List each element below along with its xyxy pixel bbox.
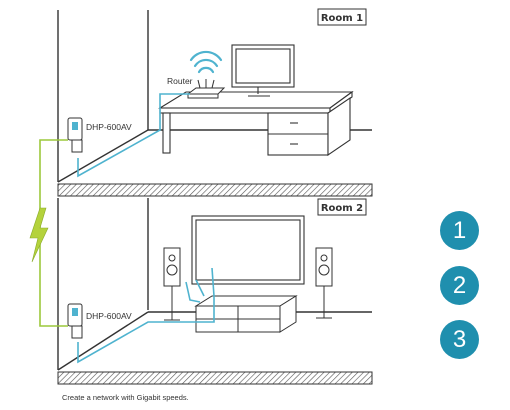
room-label-1: Room 1 — [317, 8, 367, 26]
router — [186, 79, 226, 99]
desk — [158, 90, 354, 157]
wifi-icon — [189, 50, 223, 74]
ethernet-cable-room-2 — [77, 267, 215, 364]
television — [191, 215, 305, 285]
tv-stand — [194, 295, 298, 333]
powerline-adapter-top — [67, 117, 83, 153]
lightning-bolt-icon — [29, 207, 49, 263]
svg-text:Room 1: Room 1 — [321, 13, 363, 24]
speaker-left — [163, 247, 181, 321]
adapter-bottom-label: DHP-600AV — [86, 311, 132, 321]
building-walls — [57, 10, 372, 371]
step-1-button[interactable]: 1 — [440, 211, 479, 250]
caption: Create a network with Gigabit speeds. — [62, 393, 189, 402]
powerline-adapter-bottom — [67, 303, 83, 339]
router-label: Router — [167, 76, 193, 86]
floor-slab-bottom — [57, 371, 373, 385]
ethernet-cable-room-1 — [77, 93, 190, 178]
computer-monitor — [231, 44, 295, 97]
room-label-2: Room 2 — [317, 198, 367, 216]
speaker-right — [315, 247, 333, 319]
step-2-button[interactable]: 2 — [440, 266, 479, 305]
step-3-button[interactable]: 3 — [440, 320, 479, 359]
adapter-top-label: DHP-600AV — [86, 122, 132, 132]
svg-text:Room 2: Room 2 — [321, 203, 363, 214]
floor-slab-middle — [57, 183, 373, 197]
